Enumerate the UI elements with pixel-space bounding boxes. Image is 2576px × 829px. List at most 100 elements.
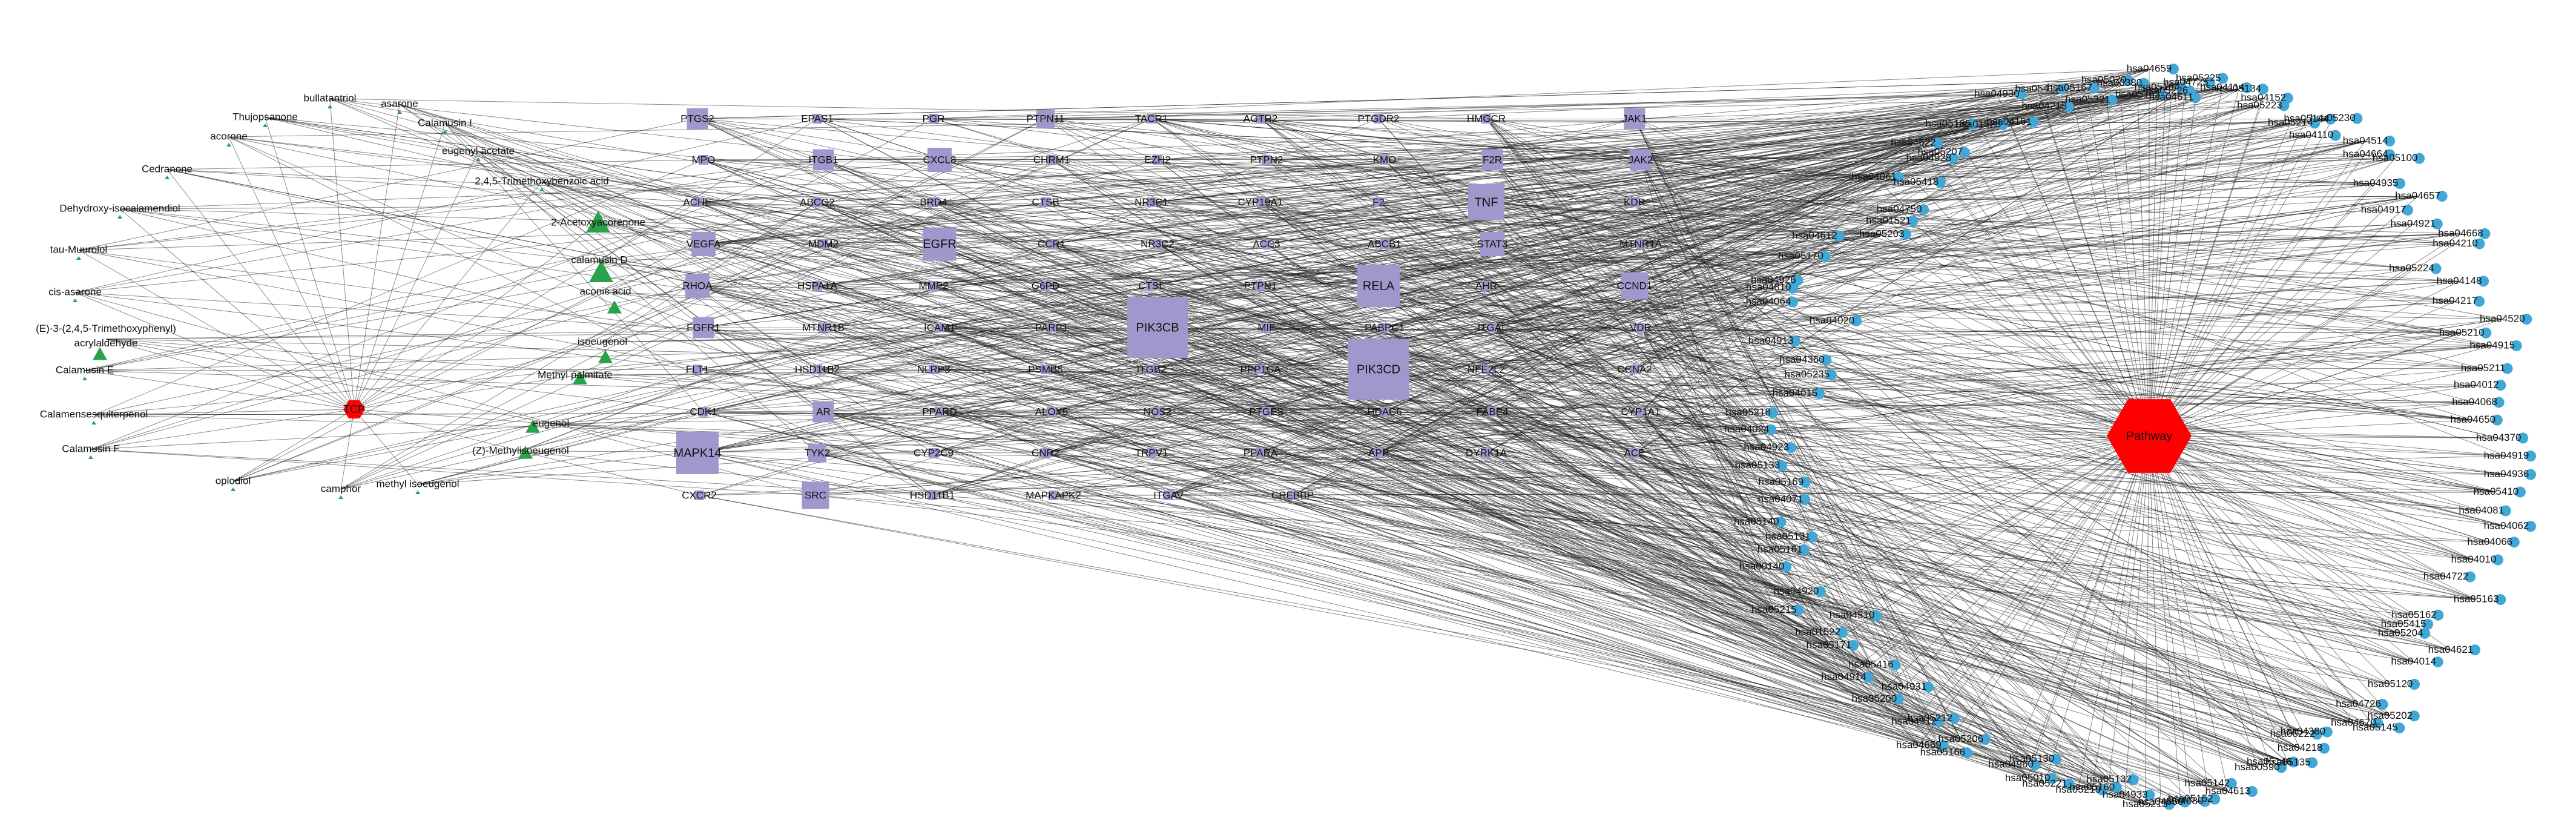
- pathway-node-hsa05133[interactable]: [1776, 460, 1787, 472]
- target-node-kdr[interactable]: [1630, 197, 1639, 207]
- pathway-node-hsa05219[interactable]: [2097, 784, 2108, 796]
- pathway-node-hsa05144[interactable]: [2325, 113, 2336, 125]
- pathway-node-hsa05215[interactable]: [1793, 604, 1804, 616]
- target-node-vdr[interactable]: [1636, 323, 1645, 332]
- pathway-node-hsa05131[interactable]: [1807, 531, 1818, 543]
- pathway-node-hsa05204[interactable]: [2419, 627, 2431, 639]
- pathway-node-hsa04068[interactable]: [2493, 397, 2505, 408]
- pathway-node-hsa04657[interactable]: [2436, 191, 2448, 202]
- target-node-ppard[interactable]: [935, 407, 944, 417]
- target-node-jak1[interactable]: [1624, 108, 1645, 130]
- target-node-ar[interactable]: [812, 401, 834, 423]
- target-node-ptgs2[interactable]: [687, 108, 708, 130]
- pathway-node-hsa04151[interactable]: [2028, 116, 2039, 128]
- target-node-f2r[interactable]: [1481, 149, 1503, 171]
- pathway-node-hsa05120[interactable]: [2409, 679, 2420, 690]
- pathway-node-hsa05134[interactable]: [2257, 84, 2268, 95]
- pathway-node-hsa04917[interactable]: [2402, 204, 2414, 216]
- pathway-node-hsa05203[interactable]: [1900, 228, 1912, 240]
- pathway-node-hsa05010[interactable]: [2046, 773, 2058, 784]
- target-node-itgal[interactable]: [1487, 323, 1497, 332]
- pathway-node-hsa05020[interactable]: [2122, 74, 2133, 86]
- compound-node-cis-asarone[interactable]: [73, 299, 77, 302]
- compound-node-cedranone[interactable]: [165, 176, 170, 179]
- target-node-nfe2l2[interactable]: [1481, 365, 1491, 374]
- compound-node-e-3-2-4-5-trimethoxyphenyl-acrylaldehyde[interactable]: [93, 347, 107, 360]
- pathway-node-hsa04210[interactable]: [2474, 238, 2485, 249]
- pathway-node-hsa04930[interactable]: [2015, 88, 2027, 100]
- target-node-mapk14[interactable]: [676, 432, 719, 474]
- pathway-node-hsa05321[interactable]: [2106, 94, 2118, 106]
- target-node-g6pd[interactable]: [1041, 281, 1050, 291]
- pathway-node-hsa05213[interactable]: [2164, 799, 2175, 810]
- pathway-node-hsa05161[interactable]: [1799, 544, 1810, 555]
- target-node-acc3[interactable]: [1262, 239, 1271, 249]
- target-node-trpv1[interactable]: [1147, 448, 1156, 458]
- target-node-icam1[interactable]: [935, 323, 944, 332]
- target-node-mmp2[interactable]: [929, 281, 938, 291]
- target-node-ezh2[interactable]: [1153, 155, 1162, 165]
- pathway-node-hsa05212[interactable]: [1948, 713, 1960, 724]
- pathway-node-hsa04015[interactable]: [1813, 388, 1825, 399]
- target-node-nlrp3[interactable]: [929, 365, 938, 374]
- pathway-node-hsa05207[interactable]: [1958, 147, 1970, 158]
- pathway-node-hsa04920[interactable]: [1814, 586, 1826, 598]
- pathway-node-hsa04670[interactable]: [2372, 718, 2383, 729]
- pathway-node-hsa04010[interactable]: [2492, 554, 2503, 566]
- target-node-ctsb[interactable]: [1041, 197, 1050, 207]
- target-node-fgfr1[interactable]: [693, 317, 714, 339]
- pathway-node-hsa04915[interactable]: [2511, 340, 2522, 351]
- pathway-node-hsa05230[interactable]: [2351, 113, 2363, 124]
- pathway-node-hsa05417[interactable]: [2056, 83, 2067, 94]
- pathway-node-hsa04611[interactable]: [2190, 92, 2201, 104]
- target-node-itgb1[interactable]: [812, 149, 834, 171]
- pathway-node-hsa04213[interactable]: [2063, 101, 2074, 113]
- target-node-cxcr2[interactable]: [694, 490, 704, 500]
- target-node-ppara[interactable]: [1256, 448, 1265, 458]
- pathway-node-hsa05142[interactable]: [2225, 778, 2237, 789]
- target-node-nr3c2[interactable]: [1153, 239, 1162, 249]
- target-node-mif[interactable]: [1262, 323, 1271, 332]
- target-node-hspa1a[interactable]: [812, 281, 822, 291]
- pathway-node-hsa04360[interactable]: [1820, 354, 1832, 366]
- pathway-node-hsa04668[interactable]: [2479, 228, 2491, 239]
- pathway-node-hsa04913[interactable]: [1790, 335, 1801, 347]
- compound-node-asarone[interactable]: [397, 110, 402, 114]
- pathway-node-hsa04923[interactable]: [1785, 442, 1796, 454]
- pathway-node-hsa05140[interactable]: [1775, 517, 1787, 528]
- target-node-crebbp[interactable]: [1288, 490, 1297, 500]
- target-node-vegfa[interactable]: [691, 232, 716, 256]
- pathway-node-hsa04066[interactable]: [2508, 537, 2520, 548]
- pathway-node-hsa04218[interactable]: [2319, 742, 2330, 754]
- target-node-ace[interactable]: [1630, 448, 1639, 458]
- target-node-hmgcr[interactable]: [1481, 114, 1491, 124]
- compound-node-calamusin-d[interactable]: [589, 260, 613, 282]
- pathway-node-hsa00140[interactable]: [1780, 561, 1792, 573]
- compound-node-tau-muurolol[interactable]: [76, 256, 81, 260]
- pathway-node-hsa04622[interactable]: [1932, 137, 1943, 148]
- pathway-node-hsa05167[interactable]: [2088, 82, 2100, 94]
- pathway-node-hsa04062[interactable]: [2525, 521, 2536, 532]
- pathway-node-hsa04921[interactable]: [2431, 218, 2443, 230]
- compound-node-aconic-acid[interactable]: [607, 300, 622, 314]
- compound-node-dehydroxy-isocalamendiol[interactable]: [117, 215, 122, 219]
- pathway-node-hsa05166[interactable]: [1961, 747, 1972, 759]
- target-node-itgav[interactable]: [1164, 490, 1173, 500]
- target-node-cyp2c9[interactable]: [929, 448, 938, 458]
- pathway-node-hsa04380[interactable]: [2321, 726, 2333, 738]
- target-node-kmo[interactable]: [1380, 155, 1389, 165]
- target-node-psmb5[interactable]: [1041, 365, 1050, 374]
- compound-node-calamusin-i[interactable]: [443, 130, 447, 133]
- pathway-node-hsa00380[interactable]: [2138, 78, 2149, 89]
- drug-hub-node[interactable]: [343, 400, 365, 418]
- target-node-src[interactable]: [802, 481, 829, 509]
- target-node-brd4[interactable]: [929, 197, 938, 207]
- target-node-alox5[interactable]: [1047, 407, 1056, 417]
- pathway-node-hsa05200[interactable]: [1892, 693, 1904, 705]
- pathway-node-hsa04912[interactable]: [1932, 716, 1944, 728]
- compound-node-calamensesquiterpenol[interactable]: [91, 421, 96, 424]
- target-node-rhoa[interactable]: [685, 274, 710, 298]
- pathway-node-hsa05218[interactable]: [1767, 407, 1778, 418]
- pathway-node-hsa04928[interactable]: [1947, 153, 1958, 164]
- target-node-rela[interactable]: [1357, 265, 1400, 307]
